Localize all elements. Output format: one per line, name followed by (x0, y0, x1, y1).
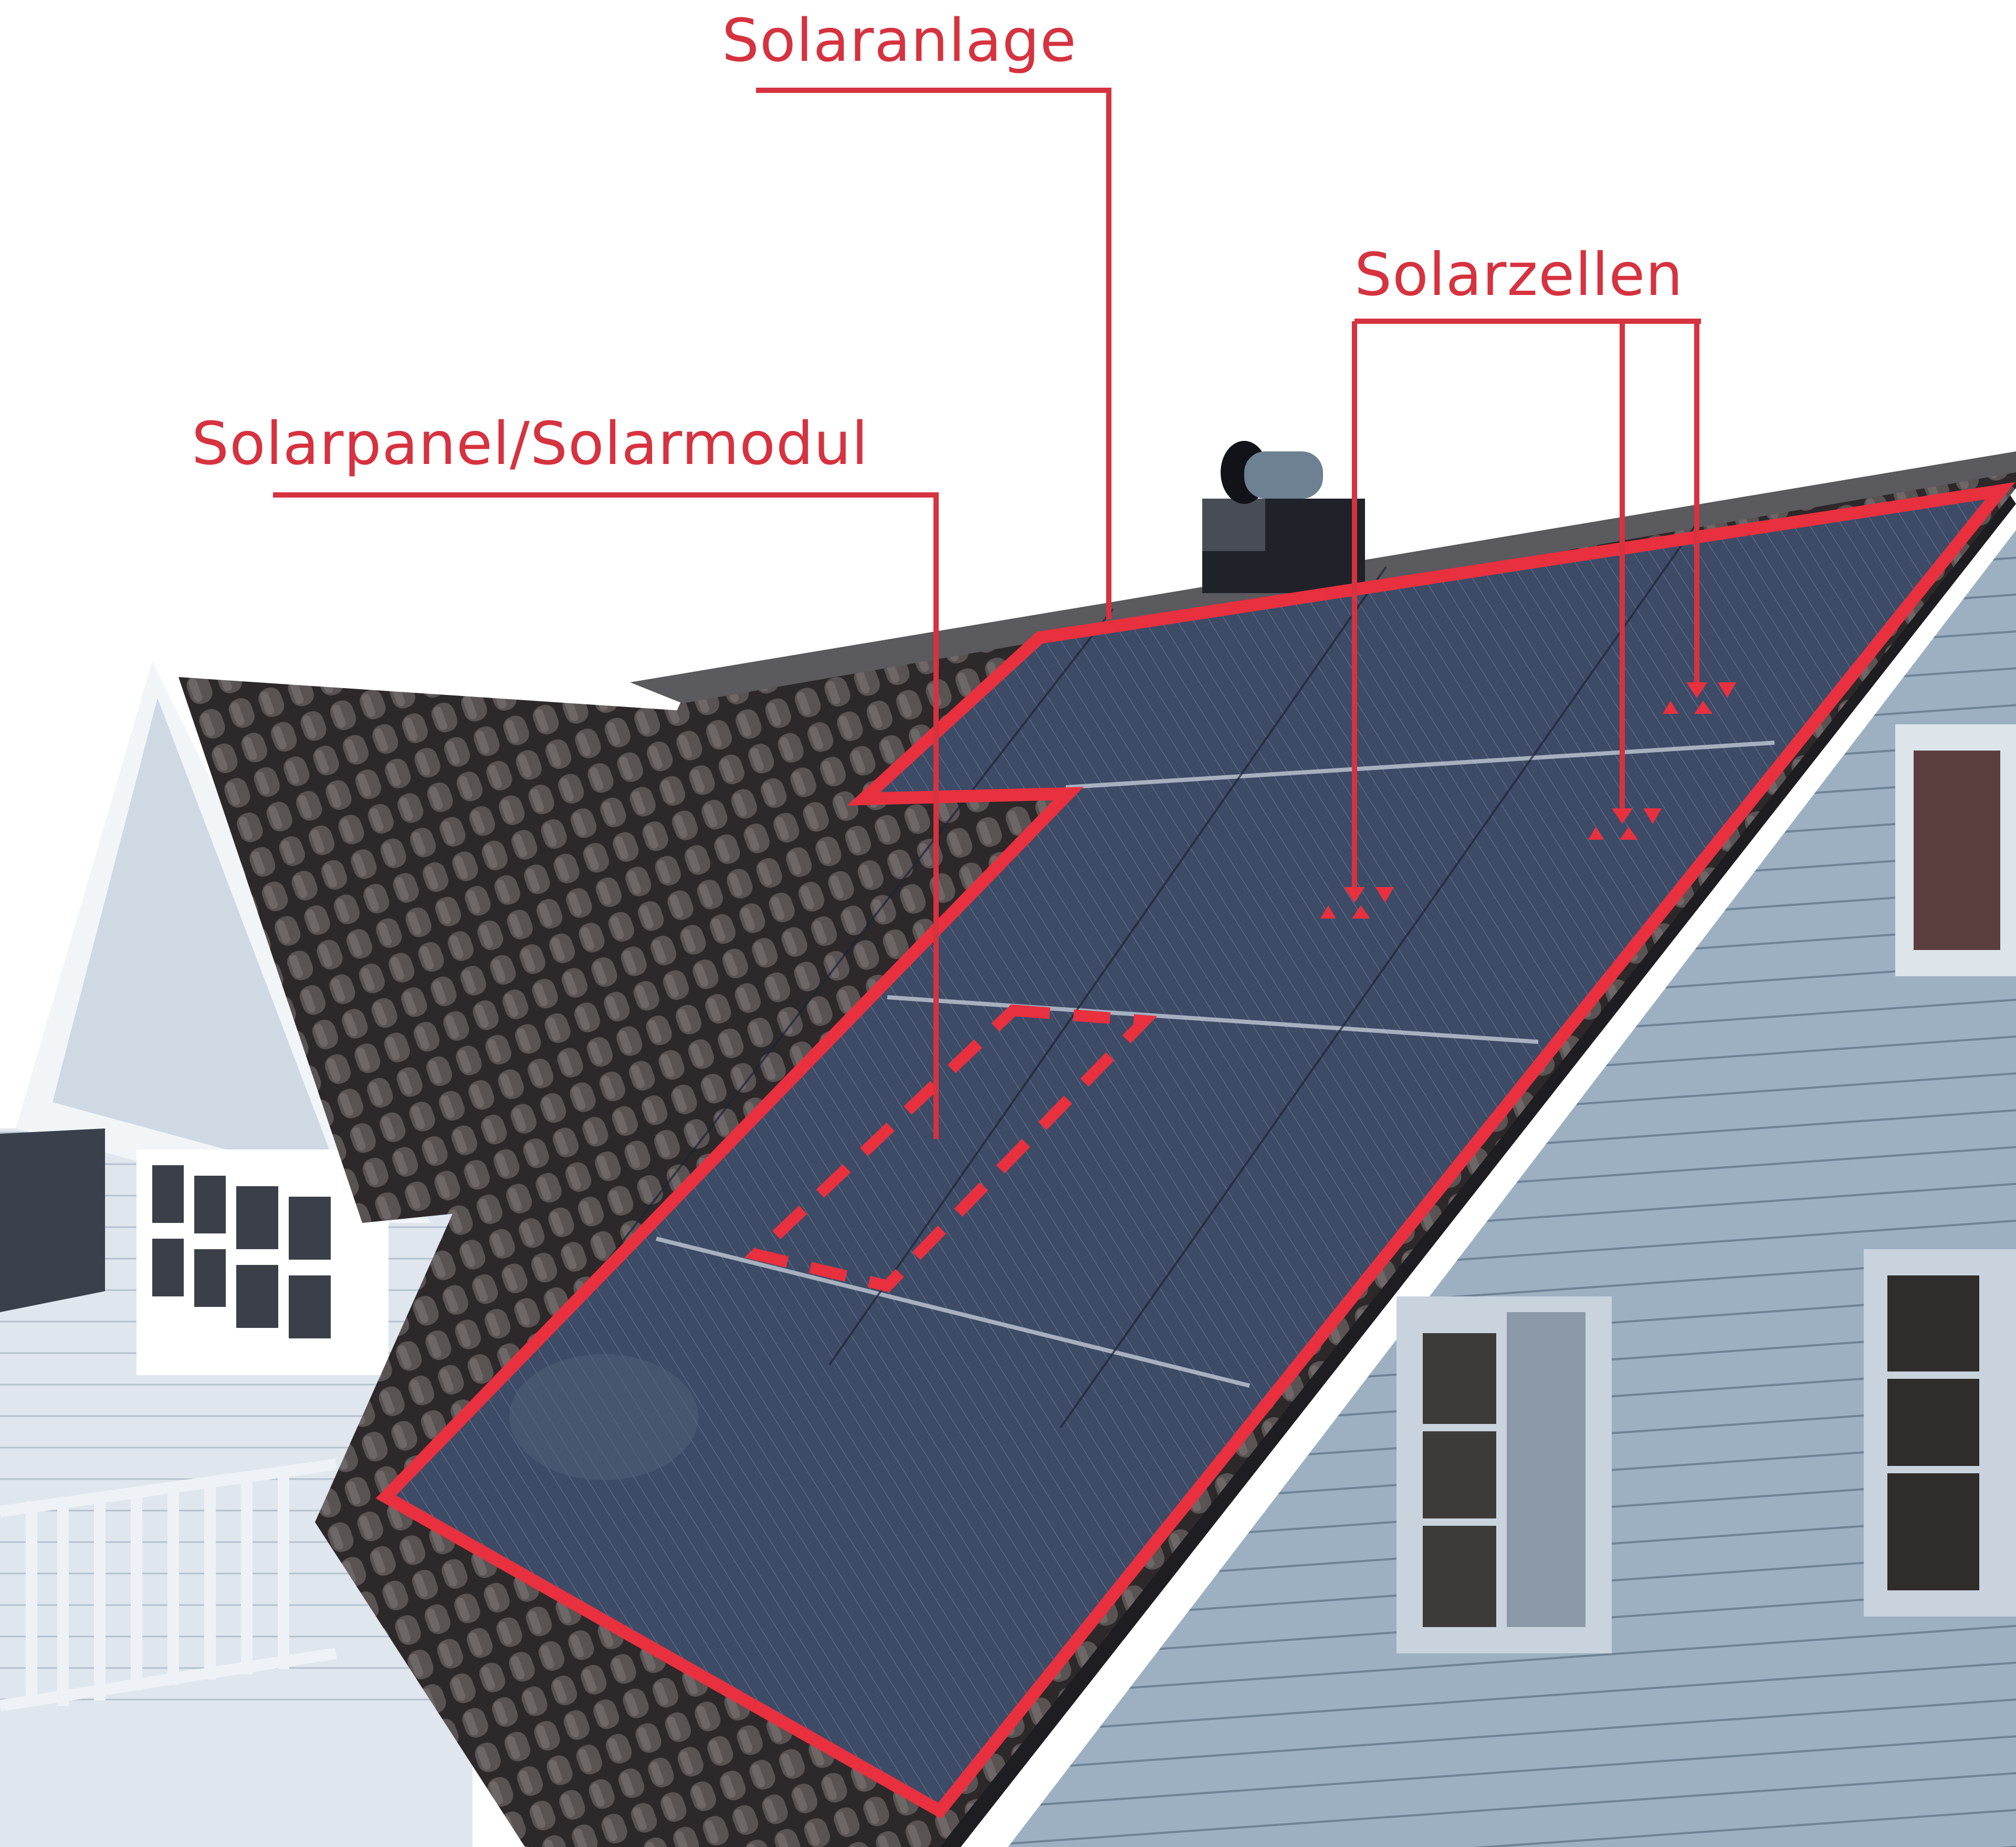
dormer-gable-inner (52, 698, 341, 1181)
cell-marker-1 (1320, 887, 1394, 919)
leader-lines (273, 88, 1701, 1139)
chimney (1202, 441, 1365, 593)
balcony-railing (0, 1459, 337, 1712)
cell-marker-3 (1663, 682, 1736, 714)
leader-solarpanel (273, 492, 939, 1139)
solar-system-outline (375, 482, 2015, 1819)
panel-column-lines (587, 524, 1697, 1429)
panel-seams (656, 741, 1775, 1388)
window-right-upper (1895, 724, 2016, 976)
window-right-lower (1864, 1249, 2016, 1617)
label-solarzellen: Solarzellen (1354, 241, 1684, 309)
cell-marker-2 (1588, 808, 1662, 840)
leader-solaranlage (756, 88, 1111, 619)
lower-wall (0, 1711, 472, 1847)
solar-panel-array (388, 493, 1995, 1806)
solar-panel-dashed-outline (744, 1004, 1158, 1293)
window-right-middle (1396, 1296, 1612, 1653)
dormer-windows (136, 1149, 388, 1375)
panel-reflection (509, 1354, 698, 1480)
label-solarpanel-solarmodul: Solarpanel/Solarmodul (192, 410, 869, 478)
left-neighbor-solar-roof (0, 1128, 105, 1312)
label-solaranlage: Solaranlage (722, 7, 1077, 75)
